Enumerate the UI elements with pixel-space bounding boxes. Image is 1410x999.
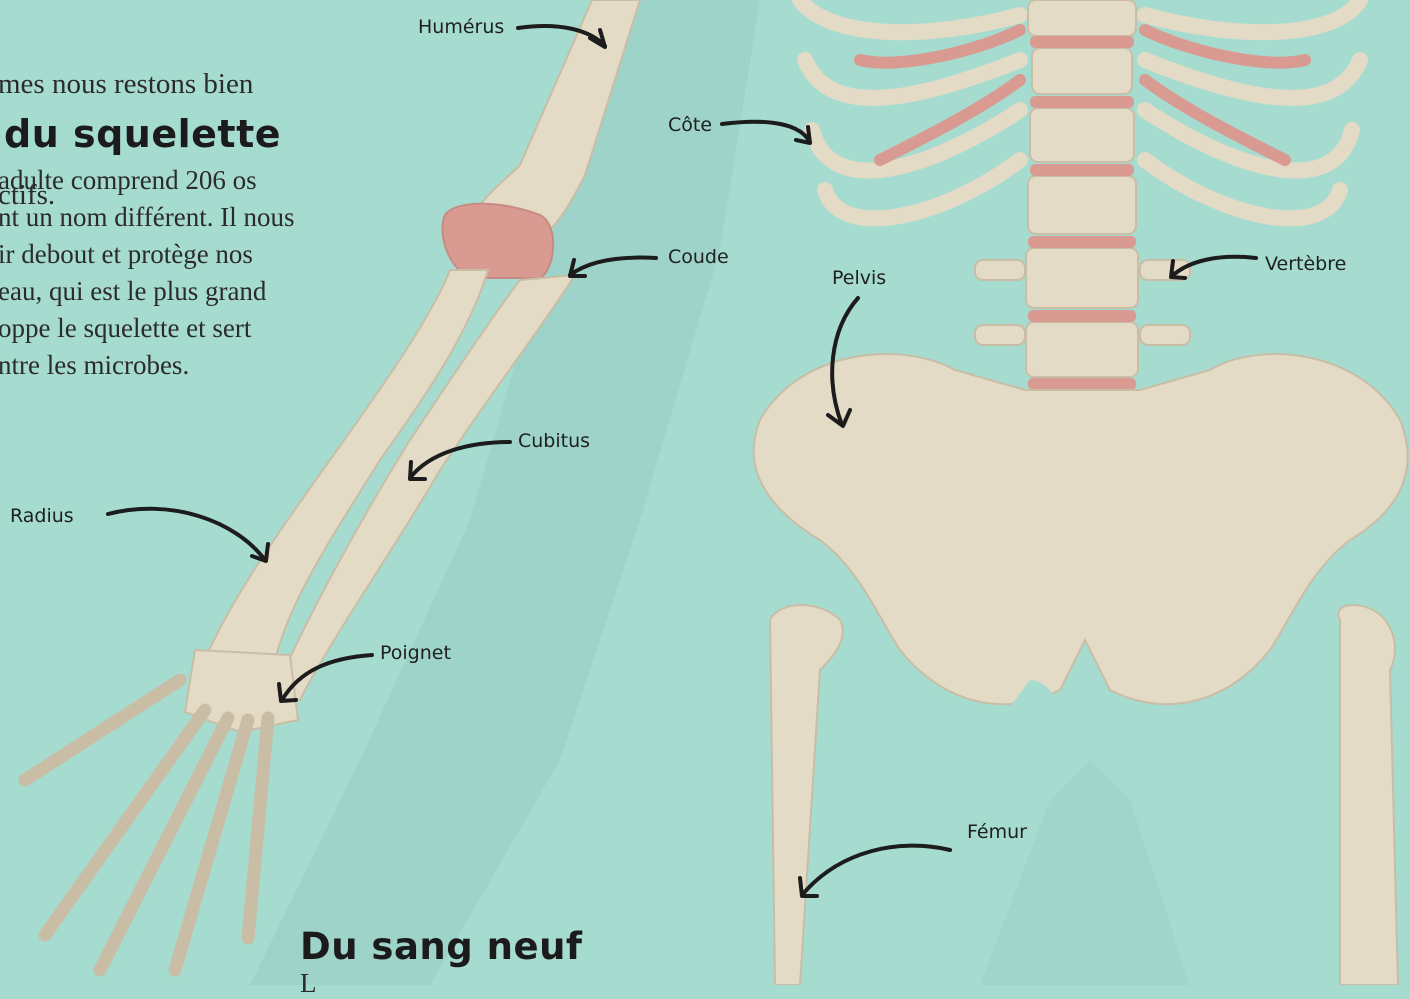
femur-right xyxy=(1338,605,1398,985)
label-poignet: Poignet xyxy=(380,642,451,664)
paragraph-line: ntre les microbes. xyxy=(0,347,294,384)
label-cubitus: Cubitus xyxy=(518,430,590,452)
femur-left xyxy=(770,605,843,985)
label-radius: Radius xyxy=(10,505,74,527)
finger-little xyxy=(248,718,268,938)
paragraph-line: ir debout et protège nos xyxy=(0,236,294,273)
section-title-skeleton: du squelette xyxy=(4,112,281,156)
finger-thumb xyxy=(25,680,180,780)
label-vertebre: Vertèbre xyxy=(1265,253,1346,275)
label-femur: Fémur xyxy=(967,821,1027,843)
intro-line-1: mes nous restons bien xyxy=(0,66,253,103)
arrow-radius xyxy=(108,509,268,561)
section-title-blood: Du sang neuf xyxy=(300,925,583,968)
leg-silhouette xyxy=(980,760,1190,985)
paragraph-line: eau, qui est le plus grand xyxy=(0,273,294,310)
paragraph-line: adulte comprend 206 os xyxy=(0,162,294,199)
label-humerus: Humérus xyxy=(418,16,504,38)
paragraph-line: nt un nom différent. Il nous xyxy=(0,199,294,236)
label-pelvis: Pelvis xyxy=(832,267,886,289)
arrow-femur xyxy=(800,846,950,896)
blood-paragraph-start: L xyxy=(300,968,317,999)
pelvis-bone xyxy=(754,354,1408,753)
label-coude: Coude xyxy=(668,246,729,268)
skeleton-paragraph: adulte comprend 206 os nt un nom différe… xyxy=(0,162,294,384)
label-cote: Côte xyxy=(668,114,712,136)
paragraph-line: oppe le squelette et sert xyxy=(0,310,294,347)
elbow-cartilage xyxy=(442,204,553,278)
